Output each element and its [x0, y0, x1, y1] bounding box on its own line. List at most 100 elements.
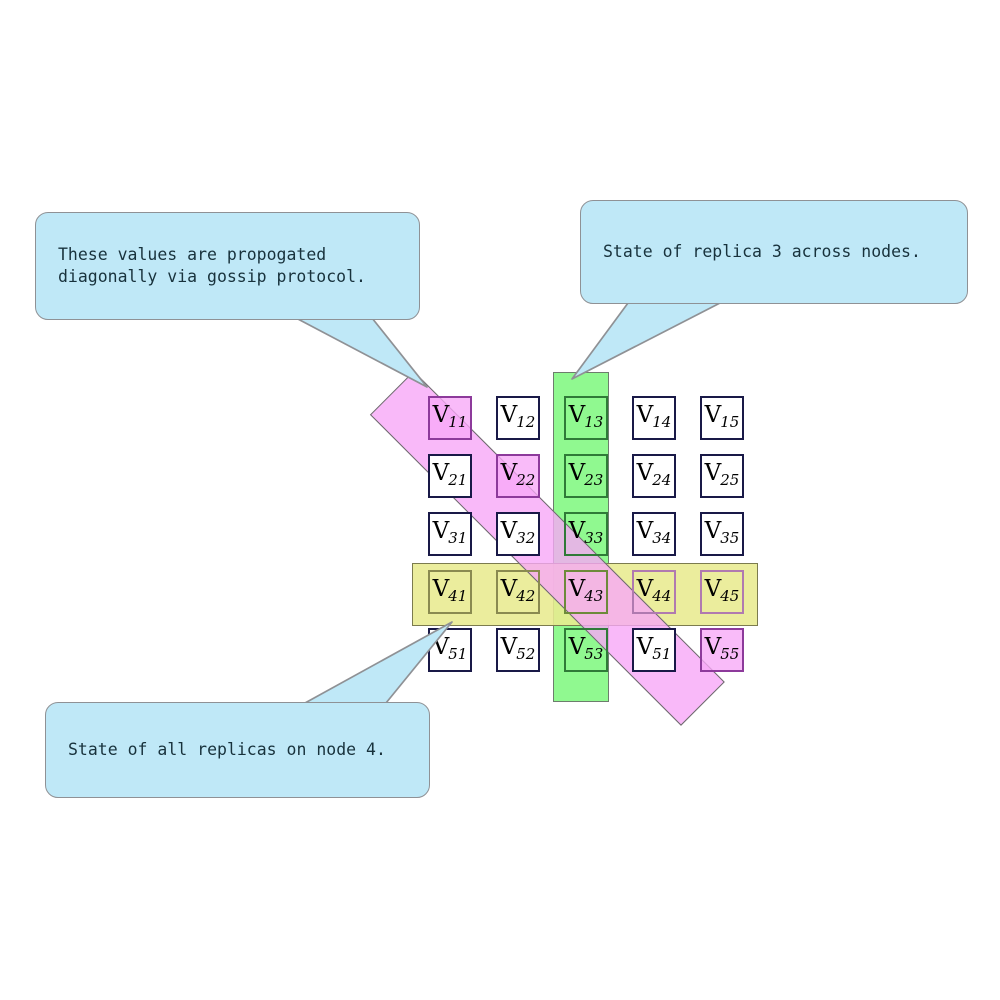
grid-cell-label: V25 — [705, 461, 740, 489]
grid-cell-label: V14 — [637, 403, 672, 432]
grid-cell-base: V — [636, 459, 654, 486]
grid-cell-v15[interactable]: V15 — [700, 396, 744, 440]
grid-cell-base: V — [432, 401, 450, 428]
grid-cell-subscript: 32 — [516, 529, 536, 548]
grid-cell-v44[interactable]: V44 — [632, 570, 676, 614]
grid-cell-v32[interactable]: V32 — [496, 512, 540, 556]
grid-cell-base: V — [704, 517, 722, 544]
grid-cell-label: V13 — [568, 401, 604, 432]
grid-cell-label: V44 — [636, 575, 672, 606]
grid-cell-base: V — [432, 459, 450, 486]
grid-cell-subscript: 45 — [720, 587, 740, 606]
grid-cell-subscript: 43 — [584, 587, 604, 606]
grid-cell-v34[interactable]: V34 — [632, 512, 676, 556]
grid-cell-label: V33 — [568, 517, 604, 548]
grid-cell-v14[interactable]: V14 — [632, 396, 676, 440]
grid-cell-label: V55 — [704, 633, 740, 664]
grid-cell-subscript: 44 — [652, 587, 672, 606]
grid-cell-subscript: 33 — [584, 529, 604, 548]
grid-cell-v31[interactable]: V31 — [428, 512, 472, 556]
grid-cell-subscript: 41 — [448, 587, 468, 606]
grid-cell-base: V — [500, 633, 518, 660]
callout-gossip-diagonal: These values are propogated diagonally v… — [35, 212, 420, 320]
grid-cell-subscript: 55 — [720, 645, 740, 664]
grid-cell-label: V11 — [432, 401, 468, 432]
grid-cell-v35[interactable]: V35 — [700, 512, 744, 556]
grid-cell-v53[interactable]: V53 — [564, 628, 608, 672]
grid-cell-subscript: 22 — [516, 471, 536, 490]
grid-cell-subscript: 42 — [516, 587, 536, 606]
grid-cell-base: V — [432, 575, 450, 602]
grid-cell-base: V — [636, 633, 654, 660]
grid-cell-subscript: 52 — [516, 645, 536, 664]
grid-cell-v23[interactable]: V23 — [564, 454, 608, 498]
grid-cell-label: V31 — [432, 517, 468, 548]
grid-cell-subscript: 24 — [652, 471, 672, 490]
grid-cell-subscript: 51 — [448, 645, 468, 664]
grid-cell-subscript: 14 — [652, 413, 672, 432]
grid-cell-v41[interactable]: V41 — [428, 570, 472, 614]
grid-cell-subscript: 11 — [448, 413, 468, 432]
grid-cell-label: V51 — [636, 633, 672, 664]
grid-cell-base: V — [432, 517, 450, 544]
grid-cell-v24[interactable]: V24 — [632, 454, 676, 498]
grid-cell-v11[interactable]: V11 — [428, 396, 472, 440]
grid-cell-v12[interactable]: V12 — [496, 396, 540, 440]
callout-gossip-diagonal-text: These values are propogated diagonally v… — [36, 244, 388, 289]
callout-tail-diagonal — [295, 317, 428, 388]
callout-line-1: State of all replicas on node 4. — [68, 739, 386, 759]
grid-cell-subscript: 15 — [720, 413, 740, 432]
grid-cell-v43[interactable]: V43 — [564, 570, 608, 614]
grid-cell-subscript: 23 — [584, 471, 604, 490]
grid-cell-v21[interactable]: V21 — [428, 454, 472, 498]
grid-cell-base: V — [500, 575, 518, 602]
grid-cell-subscript: 31 — [448, 529, 468, 548]
grid-cell-v42[interactable]: V42 — [496, 570, 540, 614]
grid-cell-label: V12 — [501, 403, 536, 431]
grid-cell-base: V — [568, 575, 586, 602]
grid-cell-base: V — [568, 517, 586, 544]
grid-cell-base: V — [568, 459, 586, 486]
grid-cell-base: V — [704, 401, 722, 428]
grid-cell-v13[interactable]: V13 — [564, 396, 608, 440]
grid-cell-label: V15 — [704, 401, 740, 432]
callout-replica-3-text: State of replica 3 across nodes. — [581, 241, 943, 263]
grid-cell-subscript: 21 — [448, 471, 468, 490]
grid-cell-base: V — [500, 517, 518, 544]
callout-line-1: State of replica 3 across nodes. — [603, 241, 921, 261]
callout-replica-3: State of replica 3 across nodes. — [580, 200, 968, 304]
grid-cell-v55[interactable]: V55 — [700, 628, 744, 672]
callout-line-2: diagonally via gossip protocol. — [58, 267, 366, 286]
grid-cell-subscript: 34 — [652, 529, 672, 548]
grid-cell-label: V24 — [636, 459, 672, 490]
grid-cell-v52[interactable]: V52 — [496, 628, 540, 672]
grid-cell-v45[interactable]: V45 — [700, 570, 744, 614]
grid-cell-base: V — [568, 401, 586, 428]
grid-cell-label: V21 — [432, 459, 468, 490]
grid-cell-label: V43 — [568, 575, 604, 606]
grid-cell-v25[interactable]: V25 — [700, 454, 744, 498]
grid-cell-label: V51 — [433, 635, 468, 664]
grid-cell-base: V — [636, 517, 654, 544]
grid-cell-subscript: 13 — [584, 413, 604, 432]
grid-cell-base: V — [704, 633, 722, 660]
grid-cell-label: V34 — [636, 517, 672, 548]
grid-cell-label: V22 — [501, 461, 536, 490]
callout-tail-replica3 — [571, 302, 721, 380]
grid-cell-v22[interactable]: V22 — [496, 454, 540, 498]
grid-cell-label: V53 — [569, 635, 604, 664]
grid-cell-label: V42 — [500, 575, 536, 606]
grid-cell-label: V23 — [568, 459, 604, 490]
grid-cell-subscript: 35 — [720, 529, 740, 548]
grid-cell-v51[interactable]: V51 — [632, 628, 676, 672]
grid-cell-subscript: 53 — [584, 645, 604, 664]
grid-cell-subscript: 51 — [652, 645, 672, 664]
grid-cell-base: V — [636, 575, 654, 602]
callout-tail-node4 — [304, 621, 453, 704]
callout-line-1: These values are propogated — [58, 244, 327, 264]
grid-cell-v33[interactable]: V33 — [564, 512, 608, 556]
grid-cell-label: V32 — [500, 517, 536, 548]
